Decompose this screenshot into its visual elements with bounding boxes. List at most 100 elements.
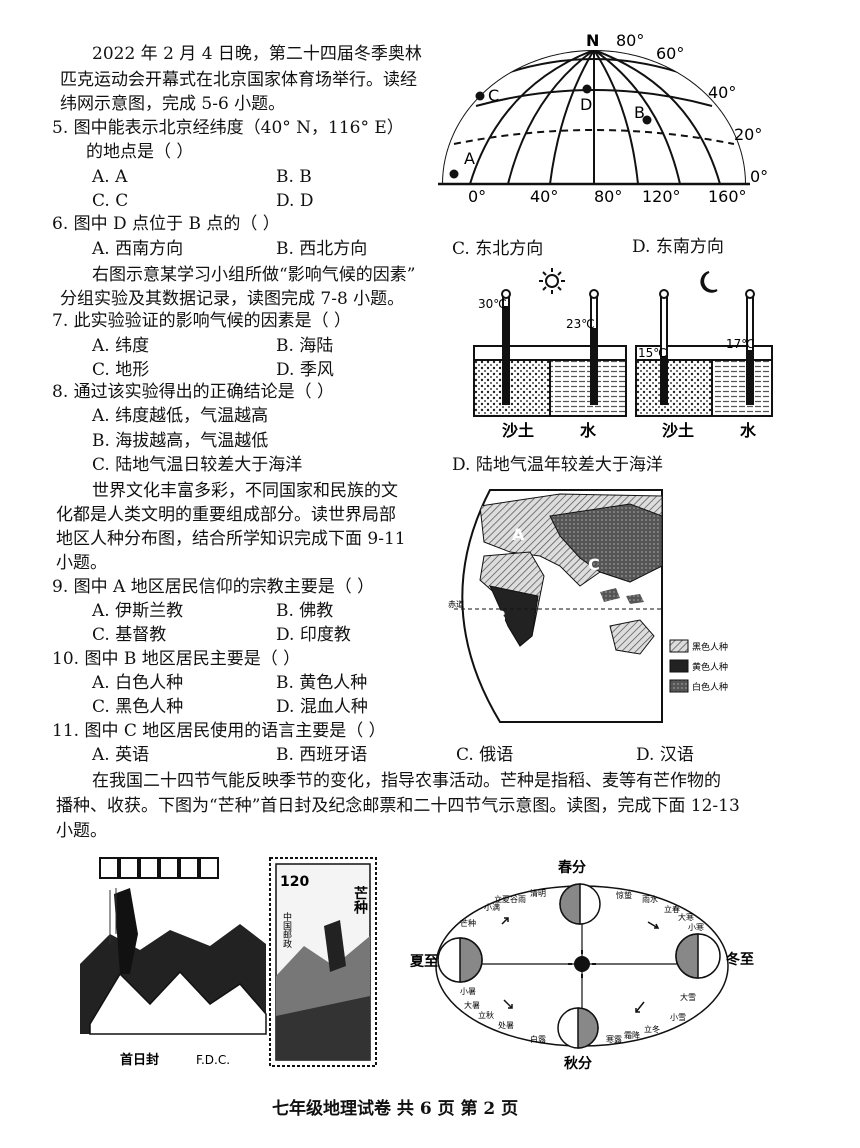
option-d[interactable]: D. D bbox=[276, 191, 314, 211]
option-b[interactable]: B. 海拔越高，气温越低 bbox=[92, 431, 269, 451]
intro-text-line: 小题。 bbox=[56, 821, 107, 841]
sand-label: 沙土 bbox=[502, 421, 534, 440]
solar-terms-figure: 春分 夏至 冬至 秋分 清明 谷雨 小满 立夏 芒种 惊蛰 雨水 立春 大寒 小… bbox=[408, 852, 768, 1072]
term-label: 雨水 bbox=[642, 894, 658, 904]
question-10-stem: 10. 图中 B 地区居民主要是（ ） bbox=[52, 649, 301, 669]
postcode-boxes bbox=[99, 857, 219, 879]
term-label: 惊蛰 bbox=[616, 890, 632, 900]
intro-text-line: 匹克运动会开幕式在北京国家体育场举行。读经 bbox=[60, 70, 417, 90]
region-c-label: C bbox=[588, 555, 600, 574]
option-a[interactable]: A. 纬度越低，气温越高 bbox=[92, 406, 269, 426]
term-label: 小满 bbox=[484, 902, 500, 912]
point-a-label: A bbox=[464, 149, 475, 168]
intro-text-line: 分组实验及其数据记录，读图完成 7-8 小题。 bbox=[60, 289, 405, 309]
race-map-figure: 赤道 A B C 黑色人种 黄色人种 白色人种 bbox=[440, 486, 740, 732]
page-footer: 七年级地理试卷 共 6 页 第 2 页 bbox=[272, 1099, 519, 1119]
north-label: N bbox=[586, 31, 599, 50]
option-b[interactable]: B. 西班牙语 bbox=[276, 745, 368, 765]
question-5-stem: 5. 图中能表示北京经纬度（40° N，116° E） bbox=[52, 118, 404, 138]
option-c[interactable]: C. 黑色人种 bbox=[92, 697, 184, 717]
option-a[interactable]: A. 伊斯兰教 bbox=[92, 601, 184, 621]
term-label: 芒种 bbox=[460, 918, 476, 928]
option-c[interactable]: C. C bbox=[92, 191, 129, 211]
option-a[interactable]: A. 纬度 bbox=[92, 336, 150, 356]
point-c-dot bbox=[475, 91, 485, 101]
term-spring-label: 春分 bbox=[557, 859, 586, 876]
term-label: 清明 bbox=[530, 888, 546, 898]
lat-label: 20° bbox=[734, 125, 762, 144]
stamp-postage: 中国邮政 bbox=[281, 911, 292, 949]
question-8-stem: 8. 通过该实验得出的正确结论是（ ） bbox=[52, 382, 335, 402]
intro-text-line: 在我国二十四节气能反映季节的变化，指导农事活动。芒种是指稻、麦等有芒作物的 bbox=[92, 771, 721, 791]
option-a[interactable]: A. 英语 bbox=[92, 745, 150, 765]
water-label: 水 bbox=[740, 421, 757, 440]
option-b[interactable]: B. B bbox=[276, 167, 312, 187]
term-label: 立春 bbox=[664, 904, 680, 914]
option-d[interactable]: D. 季风 bbox=[276, 360, 334, 380]
farmer-silhouette bbox=[324, 920, 346, 972]
option-c[interactable]: C. 基督教 bbox=[92, 625, 167, 645]
legend-swatch-black bbox=[669, 639, 689, 653]
option-c[interactable]: C. 东北方向 bbox=[452, 239, 544, 259]
legend-swatch-white bbox=[669, 679, 689, 693]
intro-text-line: 地区人种分布图，结合所学知识完成下面 9-11 bbox=[56, 529, 406, 549]
sun-icon bbox=[539, 268, 565, 294]
option-d[interactable]: D. 陆地气温年较差大于海洋 bbox=[452, 455, 663, 475]
lon-label: 80° bbox=[594, 187, 622, 206]
term-label: 立冬 bbox=[644, 1024, 660, 1034]
term-label: 大雪 bbox=[680, 992, 696, 1002]
intro-text-line: 化都是人类文明的重要组成部分。读世界局部 bbox=[56, 505, 396, 525]
term-label: 立夏 bbox=[494, 894, 510, 904]
option-b[interactable]: B. 西北方向 bbox=[276, 239, 368, 259]
term-label: 寒露 bbox=[606, 1034, 622, 1044]
term-label: 大寒 bbox=[678, 912, 694, 922]
sand-tank bbox=[473, 359, 551, 417]
intro-text-line: 纬网示意图，完成 5-6 小题。 bbox=[60, 94, 286, 114]
experiment-figure: 30℃ 23℃ 15℃ 17℃ 沙土 水 沙土 水 bbox=[462, 264, 782, 444]
option-d[interactable]: D. 混血人种 bbox=[276, 697, 368, 717]
lat-label: 80° bbox=[616, 31, 644, 50]
option-c[interactable]: C. 俄语 bbox=[456, 745, 514, 765]
term-label: 小暑 bbox=[460, 987, 476, 996]
option-b[interactable]: B. 黄色人种 bbox=[276, 673, 368, 693]
lon-label: 160° bbox=[708, 187, 747, 206]
graticule-figure: C D B A N 80° 60° 40° 20° 0° 0° 40° 80° … bbox=[430, 26, 770, 210]
intro-text-line: 播种、收获。下图为“芒种”首日封及纪念邮票和二十四节气示意图。读图，完成下面 1… bbox=[56, 796, 740, 816]
sand-tank bbox=[635, 359, 713, 417]
option-a[interactable]: A. A bbox=[92, 167, 128, 187]
lat-label: 0° bbox=[750, 167, 768, 186]
legend-label: 黑色人种 bbox=[692, 641, 728, 653]
lat-label: 40° bbox=[708, 83, 736, 102]
option-b[interactable]: B. 海陆 bbox=[276, 336, 334, 356]
option-c[interactable]: C. 陆地气温日较差大于海洋 bbox=[92, 455, 303, 475]
point-a-dot bbox=[449, 169, 459, 179]
water-tank bbox=[711, 359, 773, 417]
fdc-label: 首日封 bbox=[120, 1052, 159, 1068]
option-d[interactable]: D. 东南方向 bbox=[632, 237, 724, 257]
moon-icon bbox=[700, 271, 718, 293]
option-c[interactable]: C. 地形 bbox=[92, 360, 150, 380]
intro-text-line: 世界文化丰富多彩，不同国家和民族的文 bbox=[92, 481, 398, 501]
question-11-stem: 11. 图中 C 地区居民使用的语言主要是（ ） bbox=[52, 721, 386, 741]
option-d[interactable]: D. 汉语 bbox=[636, 745, 694, 765]
term-winter-label: 冬至 bbox=[726, 951, 754, 968]
question-9-stem: 9. 图中 A 地区居民信仰的宗教主要是（ ） bbox=[52, 577, 375, 597]
stamp-price: 120 bbox=[280, 874, 309, 890]
option-a[interactable]: A. 白色人种 bbox=[92, 673, 184, 693]
term-autumn-label: 秋分 bbox=[564, 1055, 592, 1072]
question-5-stem: 的地点是（ ） bbox=[86, 142, 194, 162]
term-label: 霜降 bbox=[624, 1030, 640, 1040]
figure-silhouette bbox=[114, 888, 138, 974]
temp-label: 15℃ bbox=[638, 346, 667, 360]
water-tank bbox=[549, 359, 627, 417]
term-label: 立秋 bbox=[478, 1010, 494, 1020]
option-b[interactable]: B. 佛教 bbox=[276, 601, 334, 621]
option-a[interactable]: A. 西南方向 bbox=[92, 239, 184, 259]
term-label: 谷雨 bbox=[510, 895, 526, 904]
legend-label: 白色人种 bbox=[692, 681, 728, 693]
legend-label: 黄色人种 bbox=[692, 661, 728, 673]
option-d[interactable]: D. 印度教 bbox=[276, 625, 351, 645]
legend-swatch-yellow bbox=[669, 659, 689, 673]
intro-text-line: 右图示意某学习小组所做“影响气候的因素” bbox=[92, 265, 416, 285]
lon-label: 120° bbox=[642, 187, 681, 206]
